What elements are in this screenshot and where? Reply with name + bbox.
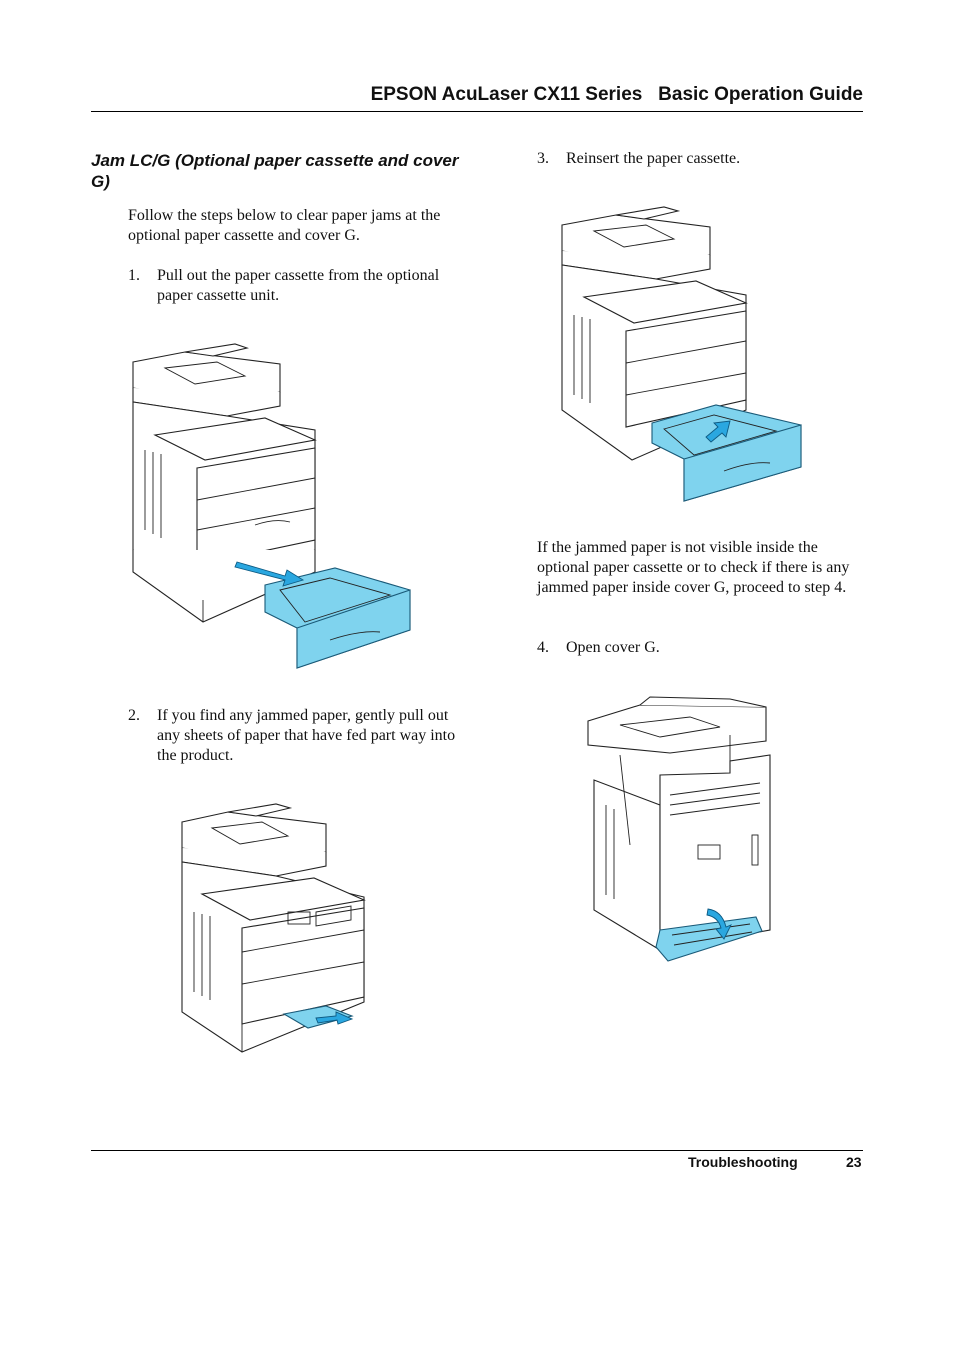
running-header: EPSON AcuLaser CX11 Series Basic Operati… (370, 84, 863, 105)
section-heading: Jam LC/G (Optional paper cassette and co… (91, 151, 459, 191)
illustration-remove-paper (176, 802, 371, 1060)
illustration-reinsert-cassette (556, 205, 806, 505)
note-paragraph: If the jammed paper is not visible insid… (537, 539, 850, 596)
footer-rule (91, 1150, 863, 1151)
step-1-number: 1. (128, 267, 140, 284)
step-3-text: Reinsert the paper cassette. (566, 150, 741, 167)
illustration-open-cover-g (580, 695, 780, 965)
step-4-text: Open cover G. (566, 639, 660, 656)
step-1-text: Pull out the paper cassette from the opt… (157, 267, 440, 304)
footer-section-label: Troubleshooting (688, 1154, 798, 1170)
step-4-number: 4. (537, 639, 549, 656)
illustration-pull-cassette (125, 340, 425, 675)
page-number: 23 (846, 1154, 862, 1170)
header-rule (91, 111, 863, 112)
step-3-number: 3. (537, 150, 549, 167)
step-2-number: 2. (128, 707, 140, 724)
step-2-text: If you find any jammed paper, gently pul… (157, 707, 456, 764)
intro-paragraph: Follow the steps below to clear paper ja… (128, 207, 441, 244)
